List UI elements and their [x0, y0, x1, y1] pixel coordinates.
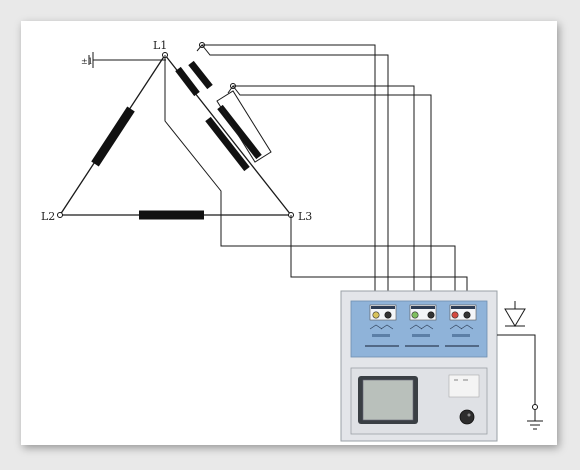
tester-screen — [362, 379, 414, 421]
terminal-group-2 — [405, 304, 439, 347]
terminal-2a — [411, 311, 419, 319]
delta-triangle — [59, 54, 292, 216]
ct-coil-upper-b — [188, 60, 213, 90]
label-l3: L3 — [298, 210, 312, 223]
label-l2: L2 — [41, 210, 55, 223]
coil-l1-l2 — [91, 106, 135, 167]
terminal-group-1 — [365, 304, 399, 347]
ct-coil-lower-a — [205, 116, 250, 172]
label-l1: L1 — [153, 39, 167, 52]
node-l2 — [57, 212, 63, 218]
ground-tag: ±1 — [81, 57, 93, 66]
tester-label-plate — [448, 374, 480, 398]
l1-ground-symbol: ±1 — [81, 52, 166, 68]
wiring-diagram: ±1 L1 L2 L3 — [41, 39, 543, 442]
tester-device — [340, 290, 498, 442]
terminal-1b — [384, 311, 392, 319]
terminal-1a — [372, 311, 380, 319]
tester-rotary-knob — [459, 409, 475, 425]
test-wires — [164, 44, 468, 306]
ct-shield-bracket — [216, 90, 272, 163]
terminal-3a — [451, 311, 459, 319]
terminal-2b — [427, 311, 435, 319]
diagram-frame: ±1 L1 L2 L3 — [21, 21, 557, 445]
ct-coil-upper-a — [175, 66, 200, 97]
terminal-3b — [463, 311, 471, 319]
terminal-group-3 — [445, 304, 479, 347]
tester-ground-wiring — [497, 301, 543, 430]
